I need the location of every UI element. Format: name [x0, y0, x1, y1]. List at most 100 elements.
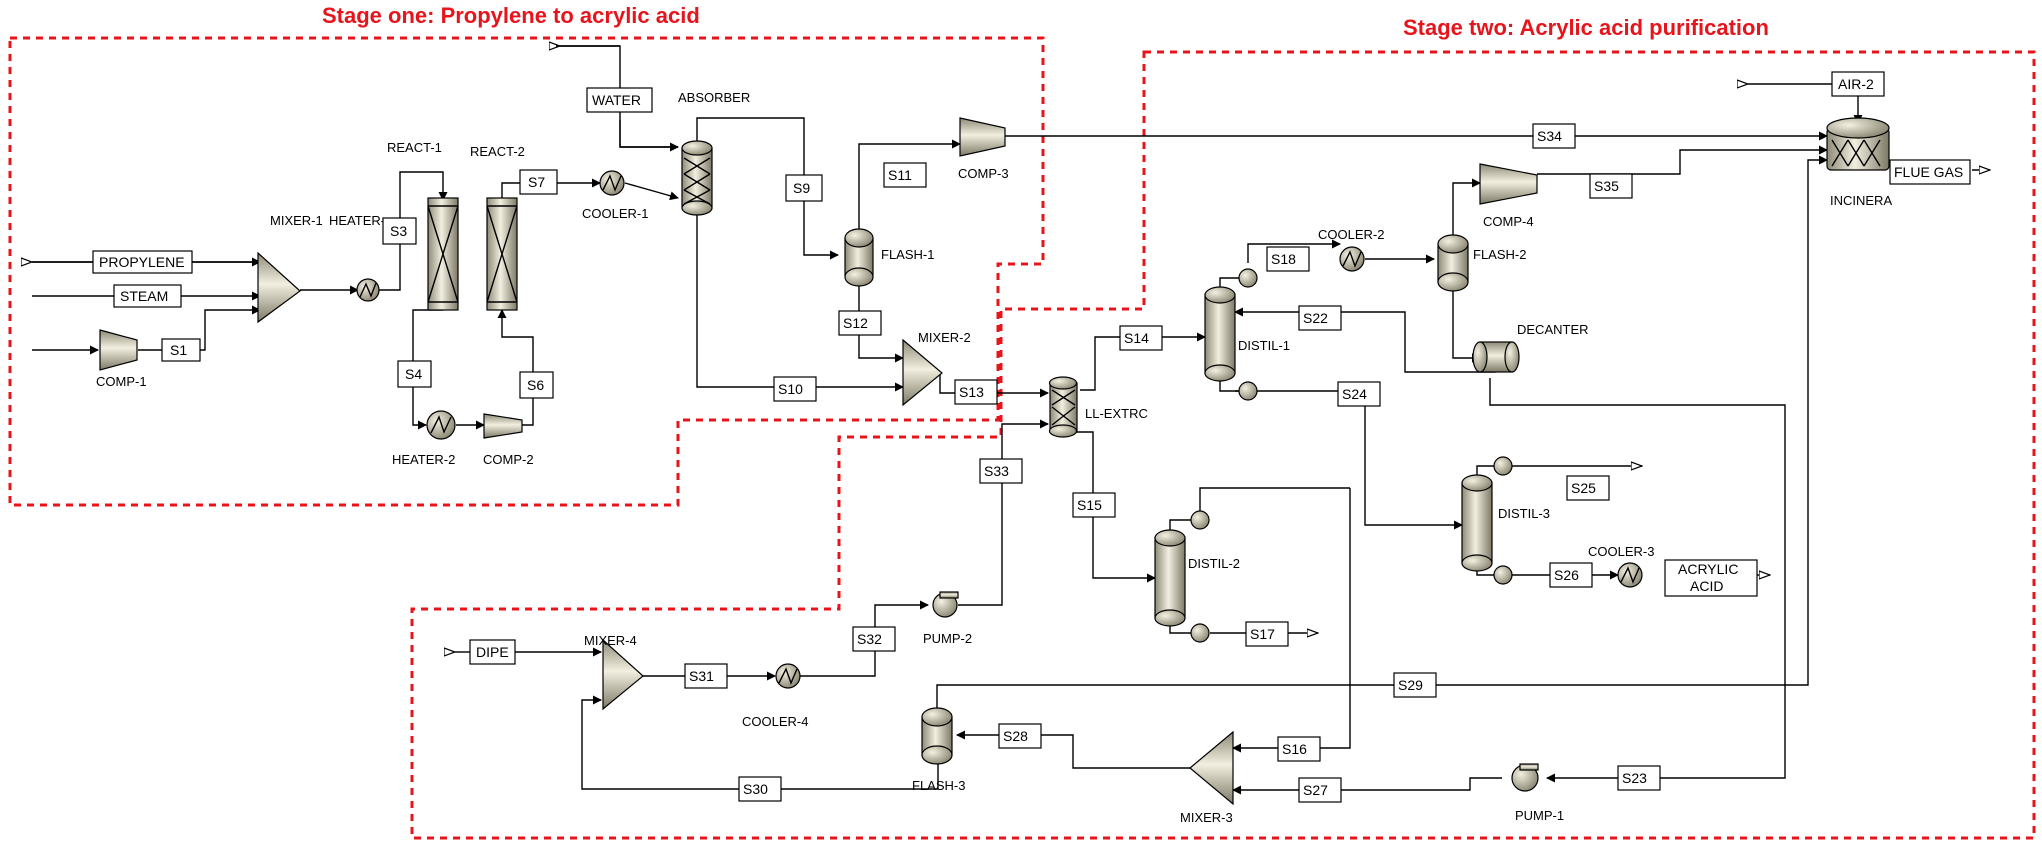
pump-2[interactable]: [932, 591, 959, 618]
react-2-label: REACT-2: [470, 144, 525, 159]
mixer-4-label: MIXER-4: [584, 633, 637, 648]
comp-2-label: COMP-2: [483, 452, 534, 467]
stream-s29: S29: [1398, 677, 1423, 693]
decanter[interactable]: [1472, 341, 1520, 373]
cooler-4-label: COOLER-4: [742, 714, 808, 729]
distil-3[interactable]: [1461, 456, 1513, 585]
flash-2[interactable]: [1437, 234, 1469, 292]
ll-extrc[interactable]: [1048, 376, 1078, 438]
cooler-2[interactable]: [1339, 246, 1365, 272]
stream-s24: S24: [1342, 386, 1367, 402]
cooler-1-label: COOLER-1: [582, 206, 648, 221]
cooler-3[interactable]: [1617, 562, 1643, 588]
mixer-4[interactable]: [602, 638, 644, 711]
stream-s9: S9: [793, 180, 810, 196]
distil-2-label: DISTIL-2: [1188, 556, 1240, 571]
heater-2[interactable]: [426, 410, 456, 440]
stream-s35: S35: [1594, 178, 1619, 194]
stream-s28: S28: [1003, 728, 1028, 744]
stream-s16: S16: [1282, 741, 1307, 757]
stream-dipe: DIPE: [476, 644, 509, 660]
cooler-4[interactable]: [775, 663, 801, 689]
stream-s7: S7: [528, 174, 545, 190]
react-2[interactable]: [486, 197, 518, 311]
flash-3-label: FLASH-3: [912, 778, 965, 793]
stream-s25: S25: [1571, 480, 1596, 496]
cooler-2-label: COOLER-2: [1318, 227, 1384, 242]
heater-2-label: HEATER-2: [392, 452, 455, 467]
stream-s10: S10: [778, 381, 803, 397]
comp-4[interactable]: [1479, 163, 1538, 205]
mixer-3[interactable]: [1189, 730, 1234, 806]
stream-s32: S32: [857, 631, 882, 647]
incinera-label: INCINERA: [1830, 193, 1892, 208]
distil-1-label: DISTIL-1: [1238, 338, 1290, 353]
mixer-2[interactable]: [902, 338, 943, 407]
cooler-3-label: COOLER-3: [1588, 544, 1654, 559]
stream-s12: S12: [843, 315, 868, 331]
pump-1[interactable]: [1511, 763, 1539, 792]
comp-3-label: COMP-3: [958, 166, 1009, 181]
mixer-2-label: MIXER-2: [918, 330, 971, 345]
stream-lines: [32, 46, 1990, 795]
stream-s13: S13: [959, 384, 984, 400]
stream-s6: S6: [527, 377, 544, 393]
comp-3[interactable]: [959, 117, 1006, 157]
stage-one-title: Stage one: Propylene to acrylic acid: [322, 3, 700, 28]
absorber[interactable]: [681, 140, 713, 216]
mixer-3-label: MIXER-3: [1180, 810, 1233, 825]
react-1-label: REACT-1: [387, 140, 442, 155]
comp-2[interactable]: [483, 413, 523, 439]
ll-extrc-label: LL-EXTRC: [1085, 406, 1148, 421]
pump-2-label: PUMP-2: [923, 631, 972, 646]
comp-4-label: COMP-4: [1483, 214, 1534, 229]
distil-1[interactable]: [1204, 268, 1258, 401]
stream-s33: S33: [984, 463, 1009, 479]
comp-1-label: COMP-1: [96, 374, 147, 389]
stream-s1: S1: [170, 342, 187, 358]
flash-3[interactable]: [921, 707, 953, 765]
stream-flue-gas: FLUE GAS: [1894, 164, 1963, 180]
stream-s18: S18: [1271, 251, 1296, 267]
flash-1[interactable]: [844, 228, 874, 287]
stream-labels: WATER PROPYLENE STEAM S1 S3 S4 S6 S7 S9 …: [92, 71, 1971, 803]
heater-1-label: HEATER-: [329, 213, 385, 228]
stream-air-2: AIR-2: [1838, 76, 1874, 92]
stream-steam: STEAM: [120, 288, 168, 304]
flash-1-label: FLASH-1: [881, 247, 934, 262]
stream-s23: S23: [1622, 770, 1647, 786]
stream-s27: S27: [1303, 782, 1328, 798]
stream-s31: S31: [689, 668, 714, 684]
stream-s11: S11: [888, 167, 912, 183]
stream-s30: S30: [743, 781, 768, 797]
stream-s26: S26: [1554, 567, 1579, 583]
equipment-labels: ABSORBER REACT-1 REACT-2 MIXER-1 HEATER-…: [96, 90, 1892, 825]
stage-one-border: [8, 36, 1045, 507]
stream-s22: S22: [1303, 310, 1328, 326]
stream-s17: S17: [1250, 626, 1275, 642]
cooler-1[interactable]: [599, 170, 625, 196]
stream-acrylic-acid-line-2: ACID: [1690, 578, 1723, 594]
stage-two-title: Stage two: Acrylic acid purification: [1403, 15, 1769, 40]
stream-s3: S3: [390, 223, 407, 239]
react-1[interactable]: [427, 197, 459, 311]
absorber-label: ABSORBER: [678, 90, 750, 105]
mixer-1[interactable]: [257, 251, 301, 324]
mixer-1-label: MIXER-1: [270, 213, 323, 228]
pump-1-label: PUMP-1: [1515, 808, 1564, 823]
comp-1[interactable]: [99, 329, 138, 371]
flash-2-label: FLASH-2: [1473, 247, 1526, 262]
stream-water: WATER: [592, 92, 641, 108]
stream-s15: S15: [1077, 497, 1102, 513]
distil-3-label: DISTIL-3: [1498, 506, 1550, 521]
stream-propylene: PROPYLENE: [99, 254, 185, 270]
incinera[interactable]: [1826, 117, 1890, 171]
stream-s4: S4: [405, 366, 422, 382]
stream-s34: S34: [1537, 128, 1562, 144]
stage-two-border: [410, 50, 2036, 840]
stream-s14: S14: [1124, 330, 1149, 346]
distil-2[interactable]: [1154, 510, 1210, 643]
decanter-label: DECANTER: [1517, 322, 1589, 337]
heater-1[interactable]: [356, 278, 380, 302]
